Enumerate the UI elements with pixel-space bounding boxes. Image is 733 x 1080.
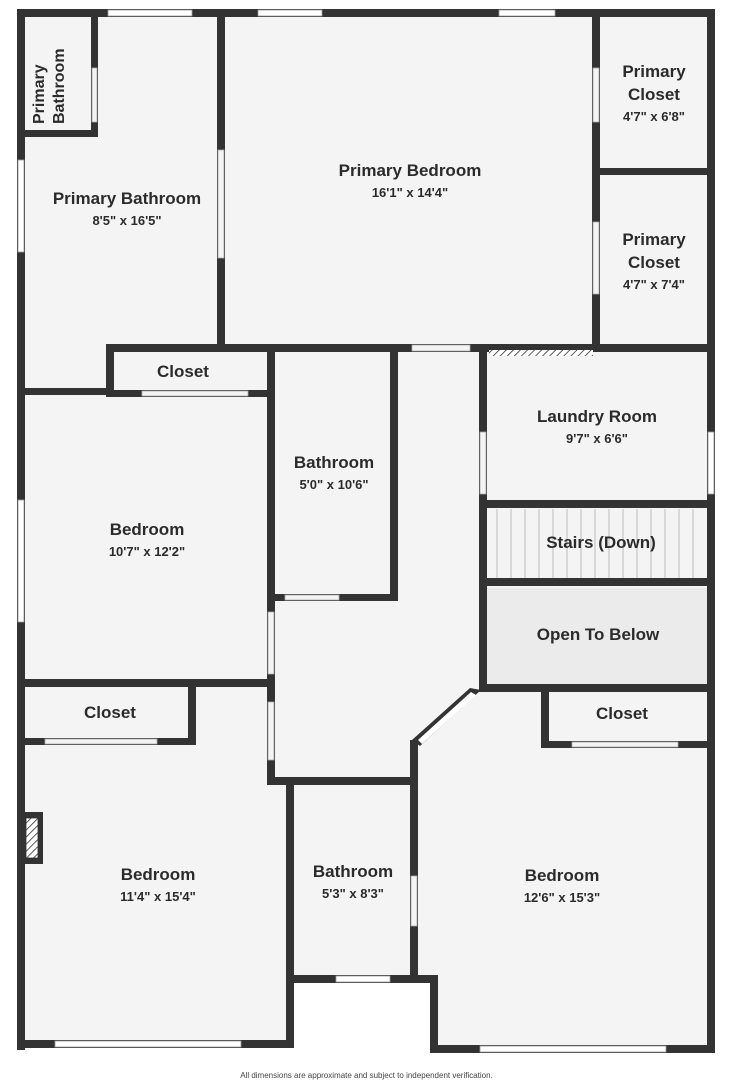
footer-disclaimer: All dimensions are approximate and subje…	[240, 1071, 493, 1080]
room-name-line: Bathroom	[51, 48, 68, 124]
room-dimensions: 9'7" x 6'6"	[566, 431, 628, 446]
stair-treads	[496, 509, 694, 578]
room-dimensions: 4'7" x 6'8"	[623, 109, 685, 124]
room-dimensions: 11'4" x 15'4"	[120, 889, 196, 904]
room-label-bedroom-1: Bedroom 10'7" x 12'2"	[109, 520, 185, 559]
room-name-line: Primary	[622, 62, 686, 81]
fireplace-hatch	[25, 817, 39, 859]
room-label-bathroom-1: Bathroom 5'0" x 10'6"	[294, 453, 374, 492]
room-name-line: Bedroom	[525, 866, 600, 885]
room-label-laundry-room: Laundry Room 9'7" x 6'6"	[537, 407, 657, 446]
room-name-line: Closet	[84, 703, 136, 722]
room-name-line: Primary Bedroom	[339, 161, 482, 180]
room-label-bedroom-3: Bedroom 12'6" x 15'3"	[524, 866, 600, 905]
room-dimensions: 8'5" x 16'5"	[92, 213, 161, 228]
room-label-bedroom-2: Bedroom 11'4" x 15'4"	[120, 865, 196, 904]
room-name-line: Stairs (Down)	[546, 533, 656, 552]
room-name-line: Primary Bathroom	[53, 189, 201, 208]
room-dimensions: 10'7" x 12'2"	[109, 544, 185, 559]
room-label-primary-bedroom: Primary Bedroom 16'1" x 14'4"	[339, 161, 482, 200]
room-name-line: Bathroom	[313, 862, 393, 881]
room-name-line: Bathroom	[294, 453, 374, 472]
room-dimensions: 5'3" x 8'3"	[322, 886, 384, 901]
room-name-line: Laundry Room	[537, 407, 657, 426]
room-name-line: Open To Below	[537, 625, 660, 644]
room-name-line: Primary	[31, 64, 48, 124]
room-dimensions: 12'6" x 15'3"	[524, 890, 600, 905]
angled-window	[418, 692, 476, 744]
room-label-closet-right: Closet	[596, 704, 648, 723]
room-name-line: Bedroom	[121, 865, 196, 884]
door-openings	[44, 67, 679, 927]
room-label-open-to-below: Open To Below	[537, 625, 660, 644]
room-name-line: Closet	[596, 704, 648, 723]
room-label-stairs: Stairs (Down)	[546, 533, 656, 552]
room-dimensions: 5'0" x 10'6"	[299, 477, 368, 492]
windows	[17, 9, 715, 1053]
room-dimensions: 4'7" x 7'4"	[623, 277, 685, 292]
open-to-below-fill	[485, 588, 709, 688]
room-name-line: Closet	[628, 253, 680, 272]
room-name-line: Closet	[157, 362, 209, 381]
room-label-bathroom-2: Bathroom 5'3" x 8'3"	[313, 862, 393, 901]
floor-fill	[19, 12, 713, 1050]
room-name-line: Primary	[622, 230, 686, 249]
room-name-line: Closet	[628, 85, 680, 104]
room-dimensions: 16'1" x 14'4"	[372, 185, 448, 200]
landing-hatch	[489, 350, 593, 356]
room-label-closet-left: Closet	[84, 703, 136, 722]
room-label-closet-top: Closet	[157, 362, 209, 381]
room-label-primary-bathroom: Primary Bathroom 8'5" x 16'5"	[53, 189, 201, 228]
room-name-line: Bedroom	[110, 520, 185, 539]
